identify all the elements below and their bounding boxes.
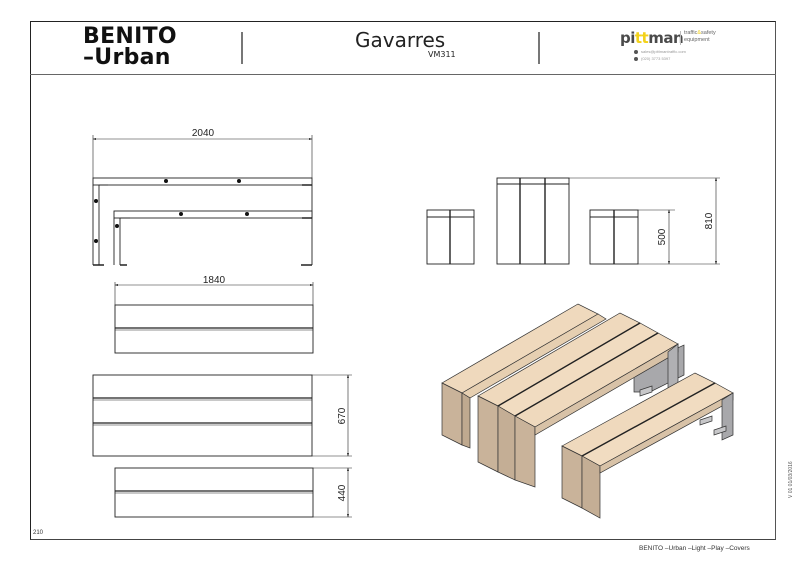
title-block-header <box>30 21 776 75</box>
isometric-view <box>441 303 734 519</box>
dim-670: 670 <box>337 407 348 424</box>
brand-title: BENITO –Urban <box>83 24 177 70</box>
end-elevation-view <box>426 177 720 265</box>
brand-line-1: BENITO <box>83 24 177 49</box>
logo-divider <box>680 31 681 45</box>
page-frame <box>30 21 776 540</box>
table-plan-view <box>92 374 352 457</box>
logo-tagline: traffic&safety equipment <box>684 30 716 43</box>
header-divider <box>241 32 243 64</box>
logo-word-accent: tt <box>634 29 649 47</box>
brand-line-2: –Urban <box>83 45 171 70</box>
dim-1840: 1840 <box>203 275 226 286</box>
email-icon <box>634 49 638 54</box>
logo-email[interactable]: sales@pittmantraffic.com <box>634 49 686 54</box>
tagline-safety: safety <box>701 30 716 36</box>
logo-word-post: man <box>648 29 684 47</box>
side-elevation-view <box>92 135 313 266</box>
version-stamp: V 01 01/03/2016 <box>788 461 794 498</box>
product-code: VM311 <box>428 50 456 59</box>
bench-plan-view <box>114 282 314 354</box>
email-text: sales@pittmantraffic.com <box>641 49 686 54</box>
phone-icon <box>634 56 638 61</box>
bench-plan-small-view <box>114 467 352 518</box>
dim-810: 810 <box>704 212 715 229</box>
logo-phone[interactable]: (020) 3773 5397 <box>634 56 670 61</box>
pittman-logo: pittman traffic&safety equipment sales@p… <box>620 29 730 65</box>
tagline-amp: & <box>697 30 702 36</box>
tagline-traffic: traffic <box>684 30 698 36</box>
header-divider <box>538 32 540 64</box>
logo-word-pre: pi <box>620 29 635 47</box>
dim-500: 500 <box>657 228 668 245</box>
page-number: 210 <box>33 530 44 536</box>
logo-wordmark: pittman <box>620 29 684 47</box>
series-nav[interactable]: BENITO –Urban –Light –Play –Covers <box>639 545 750 552</box>
dim-2040: 2040 <box>192 128 215 139</box>
product-name: Gavarres <box>355 28 446 52</box>
tagline-equipment: equipment <box>684 36 710 43</box>
dim-440: 440 <box>337 484 348 501</box>
phone-text: (020) 3773 5397 <box>641 56 671 61</box>
